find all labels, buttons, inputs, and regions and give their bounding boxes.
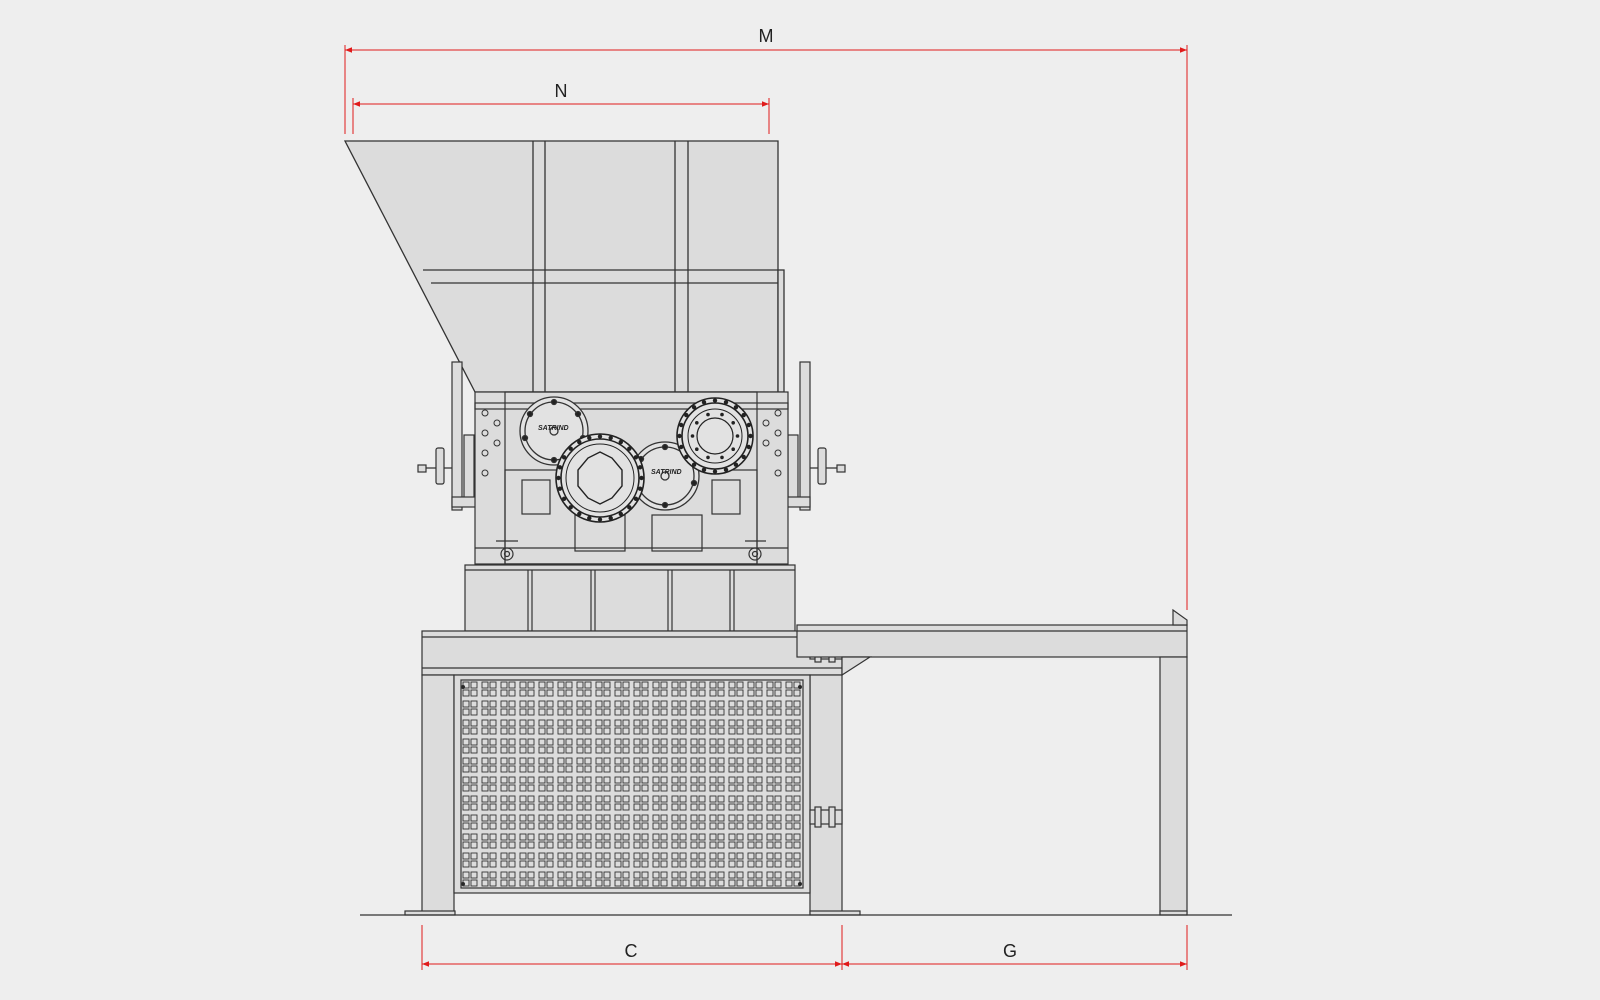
rotor-bolt xyxy=(695,447,699,452)
rotor-bolt xyxy=(633,455,639,460)
base-block xyxy=(464,564,796,632)
rotor-bolt xyxy=(597,517,603,522)
rotor-bolt xyxy=(633,496,639,501)
rotor-bolt xyxy=(695,421,699,425)
rotor-bolt xyxy=(723,400,729,405)
dimension-c-label: C xyxy=(625,941,638,961)
left-adjuster xyxy=(417,361,477,511)
rotor-bolt xyxy=(597,434,603,439)
rotor-bolt xyxy=(608,515,613,521)
rotor-bolt xyxy=(720,455,724,460)
rotor-bolt xyxy=(639,475,644,481)
discharge-conveyor xyxy=(796,608,1188,916)
rotor-bolt xyxy=(746,444,751,450)
rotor-bolt xyxy=(746,422,751,428)
rotor-bolt xyxy=(723,467,729,472)
rotor-bolt xyxy=(712,398,718,403)
rotor-bolt xyxy=(577,511,582,517)
bottom-left-rotor xyxy=(555,433,645,523)
rotor-bolt xyxy=(748,433,753,439)
rotor-bolt xyxy=(733,405,739,410)
rotor-bolt xyxy=(637,465,643,470)
rotor-bolt xyxy=(706,412,710,417)
dimension-labels: M N C G xyxy=(555,26,1018,961)
discharge-grate-panel xyxy=(453,674,811,894)
rotor-bolt xyxy=(568,505,573,510)
rotor-bolts xyxy=(556,398,753,522)
rotor-bolt xyxy=(684,454,689,460)
rotor-bolt xyxy=(735,434,740,438)
dimension-g-label: G xyxy=(1003,941,1017,961)
rotor-bolt xyxy=(679,422,684,428)
rotor-bolt xyxy=(557,486,563,491)
rotor-bolt xyxy=(568,446,573,451)
top-right-rotor xyxy=(676,397,754,475)
rotor-bolt xyxy=(627,505,632,510)
rotor-bolt xyxy=(691,405,697,410)
rotor-bolt xyxy=(741,412,746,418)
rotor-bolt xyxy=(561,455,567,460)
rotor-bolt xyxy=(587,435,592,441)
rotor-bolt xyxy=(701,467,707,472)
rotor-bolt xyxy=(618,511,623,517)
rotor-bolt xyxy=(637,486,643,491)
rotor-bolt xyxy=(608,435,613,441)
right-adjuster xyxy=(785,361,846,511)
dimension-n-label: N xyxy=(555,81,568,101)
logo-left: SATRIND xyxy=(538,425,569,432)
hopper xyxy=(343,140,785,393)
rotor-bolt xyxy=(690,434,695,438)
rotor-bolt xyxy=(691,462,697,467)
rotor-bolt xyxy=(741,454,746,460)
rotor-bolt xyxy=(577,439,582,445)
rotor-bolt xyxy=(587,515,592,521)
rotor-bolt xyxy=(712,469,718,474)
rotor-bolt xyxy=(731,421,735,425)
rotor-bolt xyxy=(706,455,710,460)
dimension-m-label: M xyxy=(759,26,774,46)
rotor-bolt xyxy=(618,439,623,445)
rotor-bolt xyxy=(684,412,689,418)
housing-bolts xyxy=(481,409,782,477)
rotor-bolt xyxy=(731,447,735,452)
rotor-bolt xyxy=(556,475,561,481)
rotor-bolt xyxy=(627,446,632,451)
dimension-lines xyxy=(344,45,1188,970)
logo-right: SATRIND xyxy=(651,469,682,476)
rotor-bolt xyxy=(679,444,684,450)
rotor-bolt xyxy=(720,412,724,417)
bottom-right-gearbox xyxy=(630,441,700,511)
rotor-bolt xyxy=(557,465,563,470)
rotor-bolt xyxy=(561,496,567,501)
rotor-bolt xyxy=(733,462,739,467)
brand-logos: SATRIND SATRIND xyxy=(538,425,682,476)
rotor-bolt xyxy=(677,433,682,439)
rotor-bolt xyxy=(701,400,707,405)
